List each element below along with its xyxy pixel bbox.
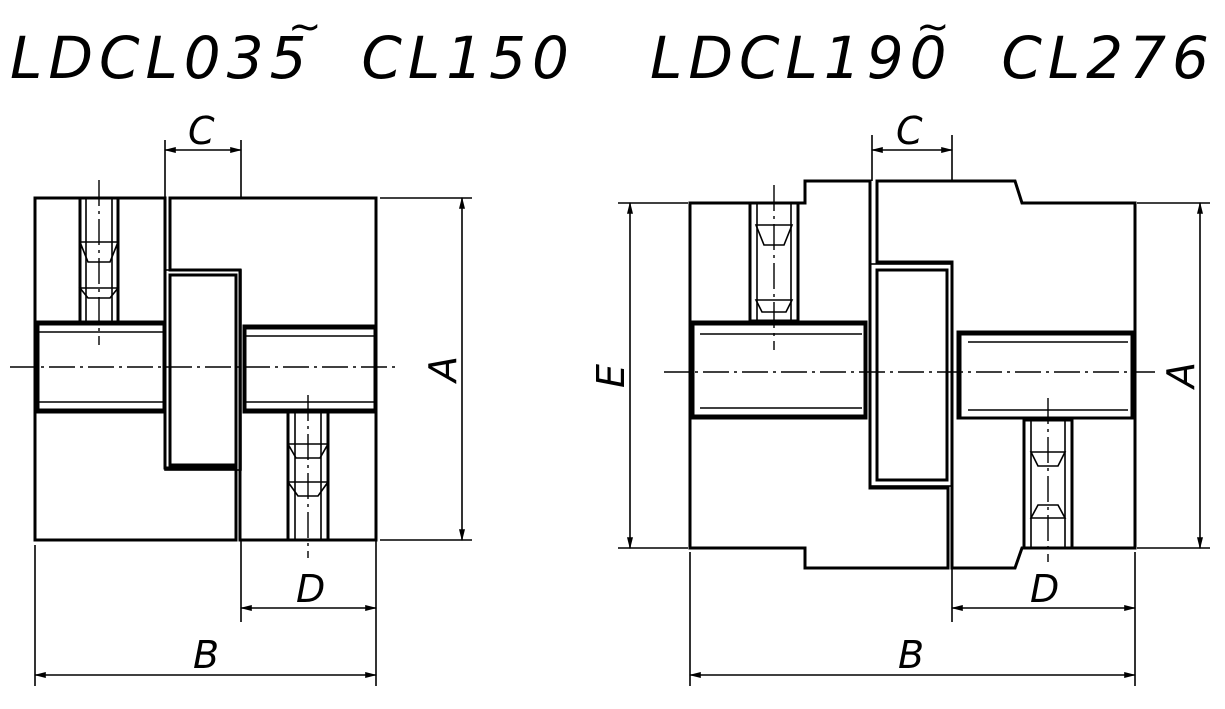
left-title-tilde: ~ xyxy=(288,4,328,50)
left-title-group: LDCL035 CL150 ~ xyxy=(10,4,575,92)
right-label-b: B xyxy=(898,633,924,677)
right-bore-2 xyxy=(958,332,1134,420)
right-title-group: LDCL190 CL276 ~ xyxy=(650,4,1215,92)
left-hub-right xyxy=(168,196,378,542)
right-hub-left xyxy=(688,179,950,570)
right-label-e: E xyxy=(589,364,633,388)
left-label-c: C xyxy=(188,109,215,153)
right-label-a: A xyxy=(1159,362,1203,391)
right-hub-right xyxy=(875,179,1137,570)
right-bore-1 xyxy=(691,322,867,418)
left-bore-2 xyxy=(243,326,377,412)
left-bore-1 xyxy=(36,322,166,412)
left-label-b: B xyxy=(193,633,219,677)
right-title: LDCL190 CL276 xyxy=(650,24,1215,92)
left-label-d: D xyxy=(296,567,325,611)
right-label-c: C xyxy=(896,109,923,153)
right-view: C E A D B xyxy=(589,109,1210,686)
left-spider-insert xyxy=(168,273,238,467)
left-hub-left xyxy=(33,196,238,542)
left-title: LDCL035 CL150 xyxy=(10,24,575,92)
right-spider-insert xyxy=(875,268,949,482)
right-title-tilde: ~ xyxy=(916,4,956,50)
left-view: C A D B xyxy=(10,109,472,686)
left-label-a: A xyxy=(421,356,465,385)
left-insert-outline xyxy=(164,269,242,471)
right-insert-outline xyxy=(869,263,953,487)
right-label-d: D xyxy=(1030,567,1059,611)
